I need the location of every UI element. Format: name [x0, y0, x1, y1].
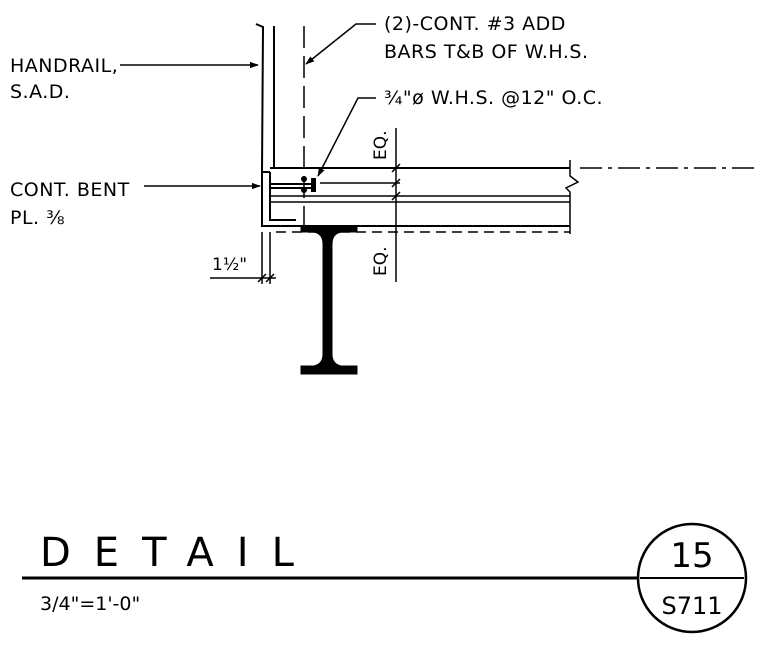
detail-bubble [636, 522, 748, 634]
slab-edge [270, 167, 570, 233]
offset-dimension [210, 232, 276, 284]
bent-plate [261, 171, 296, 227]
steel-beam [300, 225, 358, 375]
rebar-note-line2: BARS T&B OF W.H.S. [384, 41, 589, 63]
detail-scale: 3/4"=1'-0" [40, 593, 140, 615]
offset-dimension-label: 1½" [212, 255, 247, 275]
detail-title: DETAIL [40, 530, 317, 576]
rebar-and-stud [270, 176, 316, 193]
stud-note: ¾"ø W.H.S. @12" O.C. [384, 87, 603, 109]
detail-number: 15 [670, 536, 713, 576]
leaders [120, 23, 376, 190]
eq-label-upper: EQ. [371, 130, 391, 160]
sheet-number: S711 [661, 592, 722, 620]
eq-label-lower: EQ. [371, 246, 391, 276]
handrail-post [255, 23, 275, 173]
break-line [564, 160, 760, 234]
handrail-label-line1: HANDRAIL, [10, 55, 118, 77]
rebar-note-line1: (2)-CONT. #3 ADD [384, 13, 566, 35]
handrail-label-line2: S.A.D. [10, 81, 70, 103]
bent-plate-label-line1: CONT. BENT [10, 179, 130, 201]
bent-plate-label-line2: PL. ⅜ [10, 207, 65, 229]
eq-dimensions [320, 128, 401, 282]
